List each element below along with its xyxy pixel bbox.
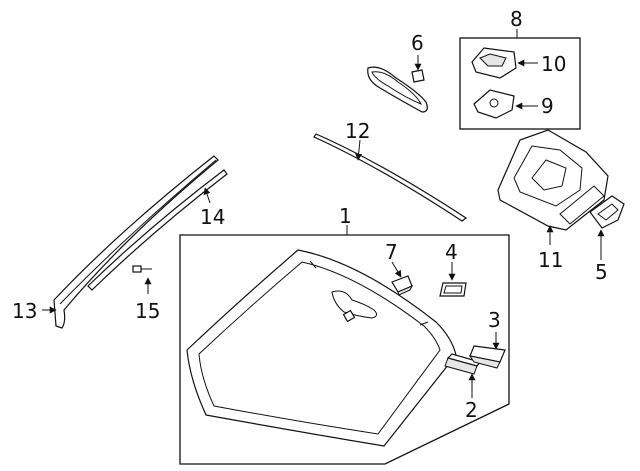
windshield-inner-edge: [198, 261, 441, 435]
callout-12: 12: [345, 119, 370, 143]
callout-7: 7: [385, 240, 398, 264]
upper-molding-strip: [313, 133, 468, 222]
callout-5: 5: [595, 260, 608, 284]
callout-3: 3: [488, 308, 501, 332]
part-7-clip: [391, 275, 414, 296]
overhead-console-housing: [497, 129, 609, 231]
windshield-frame-box: [179, 234, 510, 465]
inset-box-8: [459, 37, 581, 130]
callout-6: 6: [411, 31, 424, 55]
side-pillar-molding: [53, 155, 228, 329]
callout-13: 13: [12, 299, 37, 323]
callout-15: 15: [135, 299, 160, 323]
callout-9: 9: [541, 94, 554, 118]
part-10-housing: [471, 47, 517, 79]
windshield-frit-area: [331, 290, 378, 319]
part-2-pad: [444, 353, 482, 375]
callout-2: 2: [465, 398, 478, 422]
callout-8: 8: [510, 7, 523, 31]
windshield-notch-top: [309, 260, 317, 269]
windshield-notch-right: [419, 321, 429, 326]
windshield-glass: [186, 249, 457, 447]
rear-view-mirror: [367, 66, 428, 113]
callout-1: 1: [339, 204, 352, 228]
leader-lines: [42, 29, 605, 398]
windshield-assembly-group: [179, 234, 510, 465]
part-9-cover: [473, 89, 515, 119]
part-5-bracket: [589, 195, 625, 229]
callout-4: 4: [445, 240, 458, 264]
callout-14: 14: [200, 205, 225, 229]
callout-10: 10: [541, 52, 566, 76]
part-15-fastener: [132, 265, 152, 273]
windshield-sensor-mount: [342, 309, 356, 323]
callout-11: 11: [538, 248, 563, 272]
part-4-gasket: [439, 282, 467, 297]
